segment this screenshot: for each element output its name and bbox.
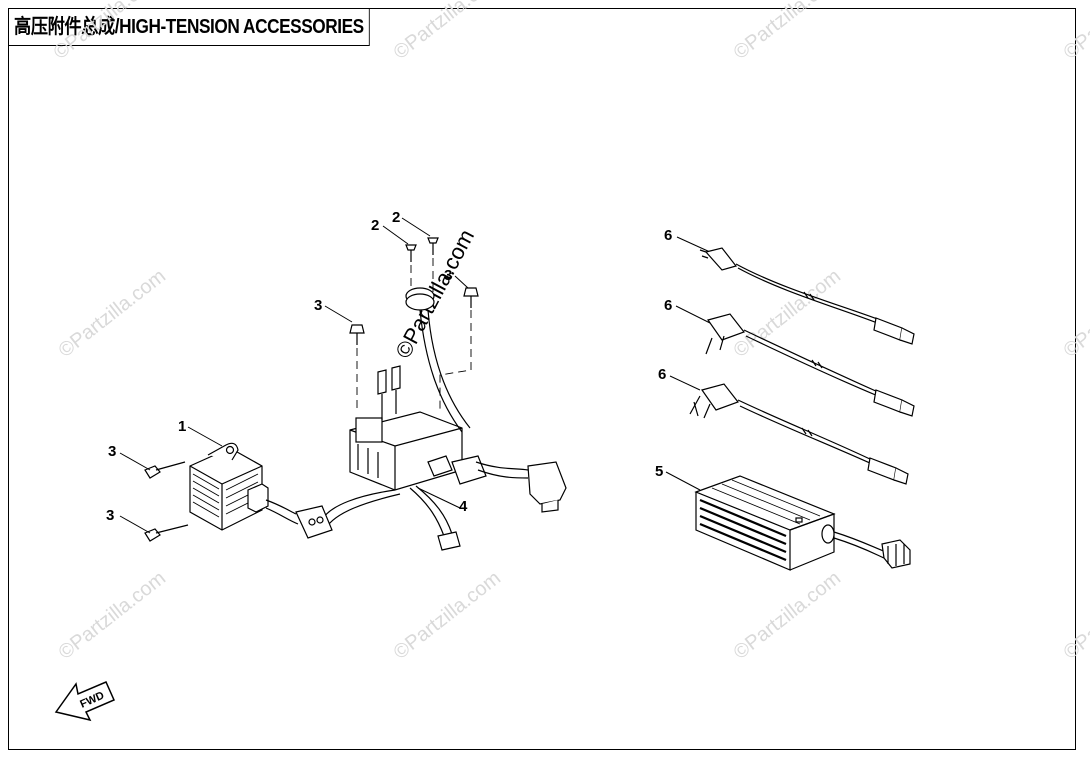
watermark: ©Partzilla.com xyxy=(730,567,845,664)
callout-label: 5 xyxy=(655,463,663,480)
callout-label: 6 xyxy=(664,227,672,244)
callout-label: 3 xyxy=(106,507,114,524)
part-power-cord xyxy=(689,247,915,485)
callout-label: 3 xyxy=(444,267,452,284)
fwd-arrow-icon: FWD xyxy=(54,681,115,722)
screw-icon xyxy=(405,237,439,262)
watermark: ©Partzilla.com xyxy=(1060,567,1090,664)
watermark: ©Partzilla.com xyxy=(730,265,845,362)
diagram-frame xyxy=(8,8,1076,750)
diagram-title: 高压附件总成/HIGH-TENSION ACCESSORIES xyxy=(8,8,370,46)
callouts: 1 2 2 3 3 3 3 4 5 6 6 6 xyxy=(106,209,672,524)
callout-label: 1 xyxy=(178,418,186,435)
callout-label: 2 xyxy=(371,217,379,234)
callout-label: 6 xyxy=(658,366,666,383)
part-regulator xyxy=(189,442,269,531)
watermark: ©Partzilla.com xyxy=(390,0,505,64)
part-wiring-harness xyxy=(265,258,567,551)
callout-label: 3 xyxy=(108,443,116,460)
watermark: ©Partzilla.com xyxy=(50,0,165,64)
callout-label: 2 xyxy=(392,209,400,226)
watermark: ©Partzilla.com xyxy=(55,265,170,362)
callout-label: 4 xyxy=(459,498,468,515)
watermark: ©Partzilla.com xyxy=(1060,0,1090,64)
watermark: ©Partzilla.com xyxy=(1060,265,1090,362)
watermarks: ©Partzilla.com ©Partzilla.com ©Partzilla… xyxy=(50,0,1090,664)
watermark: ©Partzilla.com xyxy=(55,567,170,664)
callout-label: 3 xyxy=(314,297,322,314)
callout-label: 6 xyxy=(664,297,672,314)
watermark: ©Partzilla.com xyxy=(390,567,505,664)
watermark: ©Partzilla.com xyxy=(730,0,845,64)
part-charger xyxy=(694,475,911,571)
leader-lines xyxy=(119,217,713,534)
